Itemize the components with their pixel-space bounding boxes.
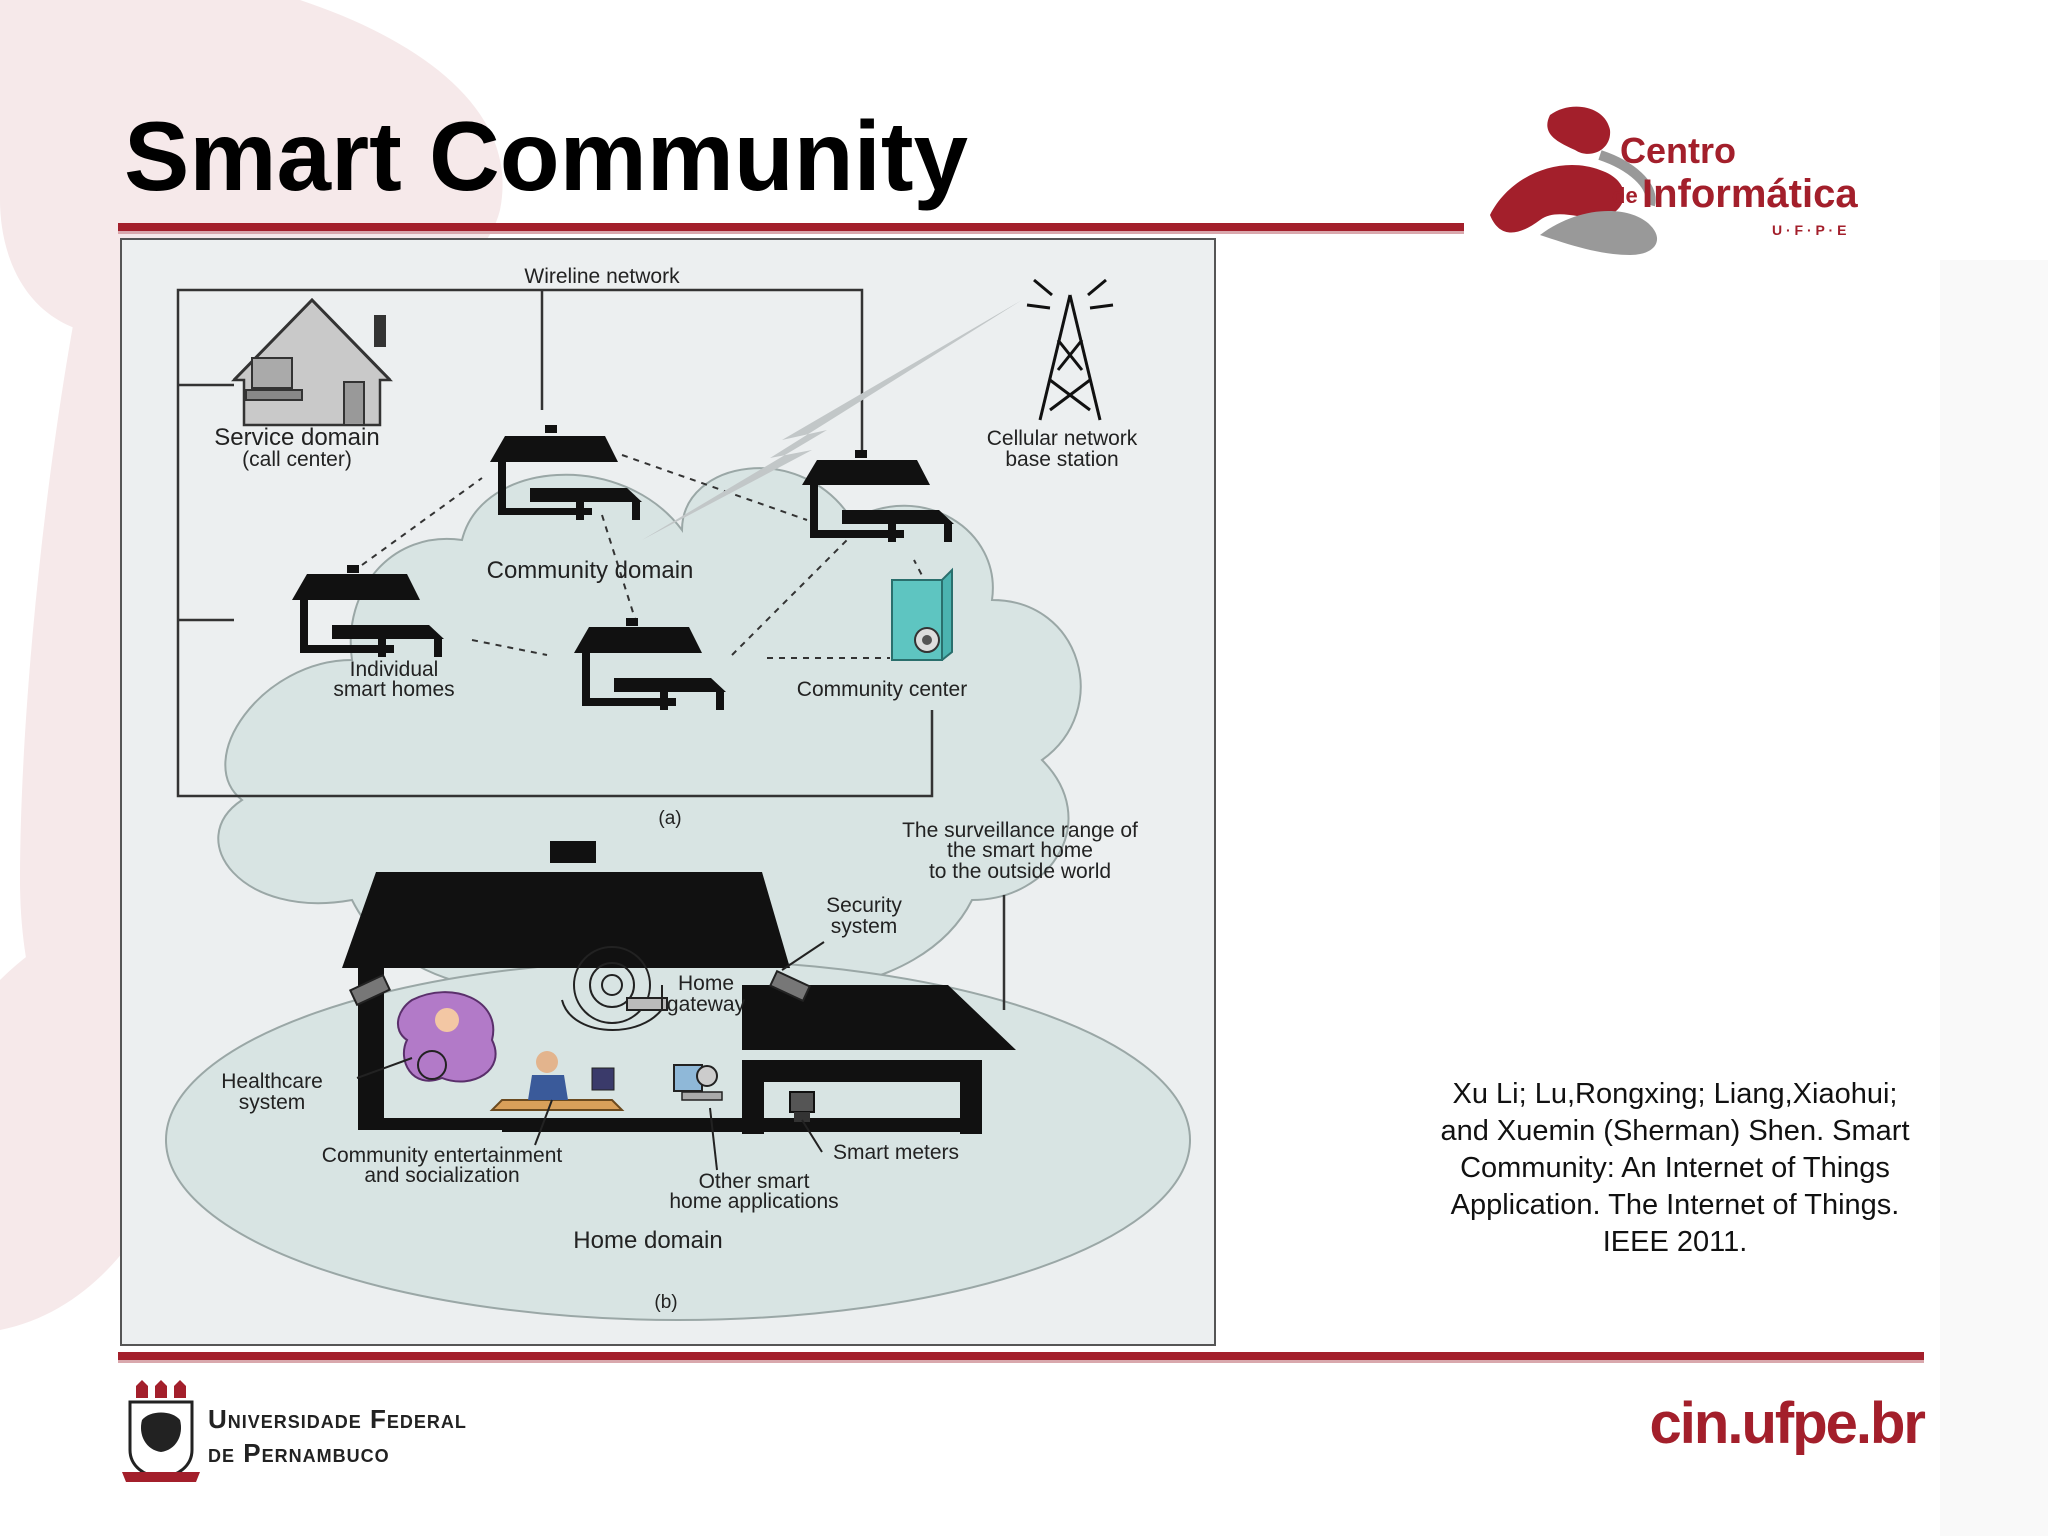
bottom-divider-shadow bbox=[118, 1360, 1924, 1363]
citation: Xu Li; Lu,Rongxing; Liang,Xiaohui; and X… bbox=[1395, 1076, 1955, 1261]
ufpe-crest-icon bbox=[122, 1380, 200, 1482]
citation-line: Community: An Internet of Things bbox=[1460, 1152, 1890, 1184]
label-gateway: gateway bbox=[667, 993, 746, 1016]
label-system: system bbox=[831, 915, 898, 938]
service-domain-house-icon bbox=[231, 297, 393, 427]
cellular-tower-icon bbox=[1026, 278, 1114, 421]
home-gateway-icon bbox=[561, 946, 668, 1031]
label-individual: Individual bbox=[350, 658, 439, 681]
label-smart-homes: smart homes bbox=[333, 678, 454, 701]
centro-de-informatica-logo: Centro de Informática U · F · P · E bbox=[1490, 106, 1858, 255]
site-url[interactable]: cin.ufpe.br bbox=[1649, 1391, 1926, 1456]
label-socialization: and socialization bbox=[364, 1164, 519, 1187]
label-cellular-network: Cellular network bbox=[987, 427, 1138, 450]
label-home-domain: Home domain bbox=[573, 1227, 722, 1254]
citation-line: Application. The Internet of Things. bbox=[1450, 1189, 1900, 1221]
label-surveillance-2: the smart home bbox=[947, 839, 1093, 862]
citation-line: IEEE 2011. bbox=[1602, 1226, 1748, 1258]
label-smart-meters: Smart meters bbox=[833, 1141, 959, 1164]
label-community-entertainment: Community entertainment bbox=[322, 1144, 563, 1167]
smart-home-icon bbox=[292, 565, 444, 657]
label-community-center: Community center bbox=[797, 678, 967, 701]
community-center-server-icon bbox=[891, 567, 953, 661]
logo-line2: Informática bbox=[1642, 172, 1858, 216]
label-other-smart: Other smart bbox=[699, 1170, 810, 1193]
healthcare-person-icon bbox=[397, 991, 497, 1083]
community-cloud bbox=[217, 467, 1082, 991]
smart-appliance-icon bbox=[673, 1064, 723, 1101]
label-home-applications: home applications bbox=[669, 1190, 838, 1213]
label-wireline-network: Wireline network bbox=[524, 265, 680, 288]
smart-home-icon bbox=[490, 425, 642, 520]
label-pointers bbox=[356, 941, 825, 1171]
label-healthcare-system: system bbox=[239, 1091, 306, 1114]
smart-home-icon bbox=[574, 618, 726, 710]
logo-prefix: de bbox=[1612, 183, 1638, 208]
label-community-domain: Community domain bbox=[487, 557, 694, 584]
university-name: Universidade Federal de Pernambuco bbox=[208, 1402, 467, 1470]
label-security: Security bbox=[826, 894, 902, 917]
citation-line: and Xuemin (Sherman) Shen. Smart bbox=[1440, 1115, 1910, 1147]
label-call-center: (call center) bbox=[242, 448, 352, 471]
university-line: Universidade Federal bbox=[208, 1404, 467, 1434]
top-divider bbox=[118, 223, 1464, 231]
label-service-domain: Service domain bbox=[214, 424, 379, 451]
caption-a: (a) bbox=[658, 808, 681, 829]
community-entertainment-icon bbox=[489, 1051, 625, 1111]
smart-home-icon bbox=[802, 450, 954, 542]
wireline-lines bbox=[176, 288, 934, 798]
caption-b: (b) bbox=[654, 1292, 677, 1313]
logo-line1: Centro bbox=[1620, 130, 1736, 171]
label-surveillance-1: The surveillance range of bbox=[902, 819, 1138, 842]
community-links bbox=[361, 454, 928, 659]
logo-line3: U · F · P · E bbox=[1772, 222, 1846, 238]
smart-community-figure: Wireline network Service domain (call ce… bbox=[120, 238, 1216, 1346]
citation-line: Xu Li; Lu,Rongxing; Liang,Xiaohui; bbox=[1452, 1078, 1898, 1110]
label-healthcare: Healthcare bbox=[221, 1070, 323, 1093]
slide-title: Smart Community bbox=[124, 101, 969, 211]
university-line: de Pernambuco bbox=[208, 1438, 390, 1468]
bottom-divider bbox=[118, 1352, 1924, 1360]
smart-meter-icon bbox=[789, 1091, 815, 1122]
label-base-station: base station bbox=[1005, 448, 1118, 471]
top-divider-shadow bbox=[118, 231, 1464, 234]
label-surveillance-3: to the outside world bbox=[929, 860, 1111, 883]
security-camera-icon bbox=[348, 969, 812, 1007]
label-home: Home bbox=[678, 972, 734, 995]
